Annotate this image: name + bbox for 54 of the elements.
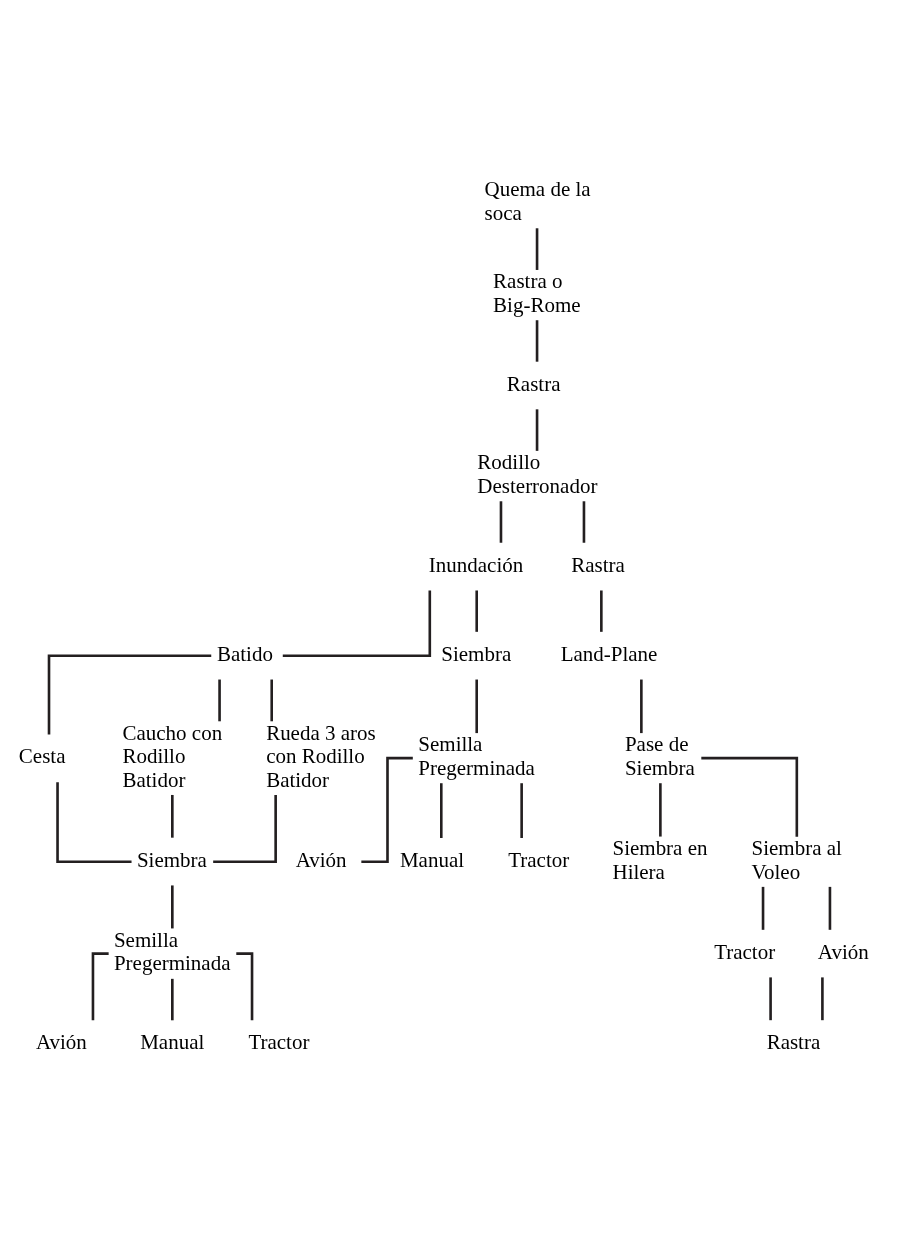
connector bbox=[582, 501, 586, 543]
connector bbox=[213, 794, 277, 864]
node-text: Avión bbox=[817, 939, 869, 964]
connector bbox=[282, 590, 432, 658]
node-text: Pase de Siembra bbox=[624, 732, 695, 780]
connector bbox=[828, 886, 832, 930]
node-text: Rastra bbox=[506, 371, 561, 396]
connector bbox=[701, 756, 799, 837]
connector bbox=[47, 654, 212, 735]
connector bbox=[270, 679, 273, 722]
node-text: Rastra bbox=[766, 1030, 821, 1055]
connector bbox=[171, 978, 174, 1021]
connector bbox=[499, 501, 503, 543]
node-text: Siembra bbox=[441, 641, 512, 666]
node-text: Semilla Pregerminada bbox=[418, 732, 535, 780]
node-text: Avión bbox=[35, 1030, 87, 1055]
node-text: Siembra al Voleo bbox=[751, 835, 842, 884]
connector bbox=[659, 783, 662, 837]
node-text: Rodillo Desterronador bbox=[477, 450, 598, 498]
connector bbox=[600, 590, 603, 632]
connector bbox=[761, 886, 765, 930]
connector bbox=[821, 977, 824, 1021]
node-text: Siembra bbox=[136, 847, 207, 872]
node-text: Rueda 3 aros con Rodillo Batidor bbox=[266, 720, 376, 792]
node-text: Tractor bbox=[248, 1030, 310, 1055]
connector bbox=[171, 885, 174, 929]
connector bbox=[535, 320, 539, 362]
node-text: Caucho con Rodillo Batidor bbox=[122, 720, 223, 792]
connector bbox=[475, 679, 478, 734]
node-text: Cesta bbox=[18, 744, 66, 769]
connector bbox=[56, 782, 132, 864]
node-text: Manual bbox=[399, 847, 465, 872]
node-text: Semilla Pregerminada bbox=[113, 927, 231, 976]
node-text: Tractor bbox=[714, 939, 776, 964]
connector bbox=[535, 409, 539, 451]
connector bbox=[218, 679, 221, 722]
node-text: Batido bbox=[216, 641, 273, 666]
connector bbox=[520, 783, 523, 838]
node-text: Tractor bbox=[508, 847, 570, 872]
node-text: Land-Plane bbox=[560, 641, 658, 666]
node-text: Rastra bbox=[571, 552, 625, 577]
connector bbox=[535, 228, 539, 270]
connector bbox=[475, 590, 478, 632]
node-text: Siembra en Hilera bbox=[612, 835, 708, 884]
node-text: Quema de la soca bbox=[484, 177, 591, 225]
connector bbox=[439, 783, 443, 838]
connector bbox=[171, 794, 174, 838]
node-text: Avión bbox=[295, 847, 347, 872]
node-text: Inundación bbox=[428, 552, 524, 577]
node-text: Rastra o Big-Rome bbox=[493, 269, 581, 317]
connector bbox=[769, 977, 772, 1021]
node-text: Manual bbox=[140, 1030, 205, 1055]
connector bbox=[640, 679, 643, 734]
connector bbox=[361, 756, 413, 864]
